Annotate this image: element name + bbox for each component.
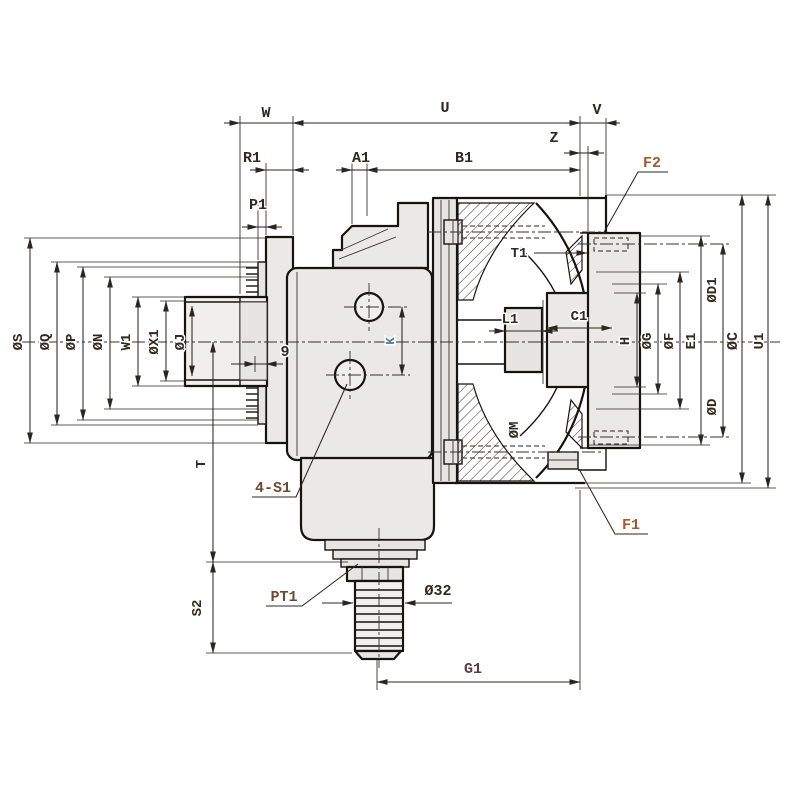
dim-f1: F1: [622, 517, 640, 534]
dim-t: T: [194, 460, 210, 468]
dim-w: W: [261, 105, 270, 122]
mounting-plate: [431, 196, 545, 485]
leader-4s1: [252, 383, 348, 498]
bolt-hole-top: [593, 237, 629, 252]
dim-phi-g: ØG: [640, 333, 656, 350]
dim-r1: R1: [243, 150, 261, 167]
leader-f1: [578, 468, 648, 535]
hatch-region-top: [457, 202, 536, 301]
dim-phi-c: ØC: [725, 332, 742, 350]
groove-f1: [547, 451, 579, 470]
dim-f2: F2: [643, 155, 661, 172]
dim-a1: A1: [352, 150, 370, 167]
dim-phi-f: ØF: [662, 333, 678, 350]
dim-v: V: [592, 102, 601, 119]
dim-b1: B1: [455, 150, 473, 167]
dim-u1: U1: [752, 333, 768, 350]
dim-phi-n: ØN: [91, 334, 107, 351]
dim-z: Z: [549, 130, 558, 147]
rear-flange: [580, 195, 642, 450]
leader-f2: [602, 171, 668, 235]
bottom-stud: [324, 539, 426, 661]
dim-w1: W1: [119, 334, 135, 351]
dim-9: 9: [280, 344, 289, 361]
leader-pt1: [266, 563, 359, 607]
dim-phi-s: ØS: [11, 334, 27, 351]
dim-e1: E1: [684, 333, 700, 350]
dim-pt1: PT1: [270, 589, 297, 606]
leader-lines: [252, 171, 668, 607]
dim-c1: C1: [571, 309, 588, 325]
dim-s2: S2: [190, 600, 206, 617]
dim-phi-d1: ØD1: [705, 277, 721, 302]
dim-g1: G1: [464, 661, 482, 678]
shaft-section: [183, 295, 269, 388]
dim-h: H: [618, 337, 634, 345]
dim-phi-q: ØQ: [38, 334, 54, 351]
dim-k: K: [384, 337, 398, 345]
dim-phi-j: ØJ: [173, 334, 189, 351]
dim-u: U: [440, 100, 449, 117]
dim-t1: T1: [511, 246, 528, 262]
dim-phi-x1: ØX1: [147, 329, 163, 354]
dim-phi-m: ØM: [507, 422, 523, 439]
dim-phi-d: ØD: [705, 399, 721, 416]
dim-4s1: 4-S1: [255, 480, 291, 497]
dim-p1: P1: [249, 197, 267, 214]
hatch-region-bottom: [457, 383, 536, 482]
dim-phi-32: Ø32: [424, 583, 451, 600]
bolt-hole-bottom: [593, 430, 629, 445]
dimension-lines: [27, 120, 771, 685]
dim-l1: L1: [502, 312, 519, 328]
dim-phi-p: ØP: [64, 334, 80, 351]
hub-step: [503, 306, 544, 374]
